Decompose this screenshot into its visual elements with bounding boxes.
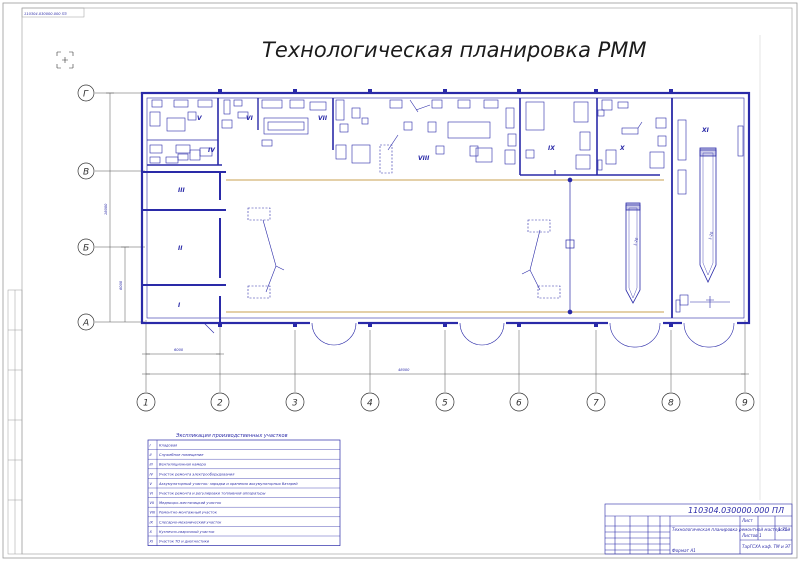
room-label-iii: III xyxy=(178,187,185,194)
inspection-pit-left xyxy=(625,202,641,304)
axis-label-2: 2 xyxy=(217,399,223,409)
legend-row-number: I xyxy=(150,444,151,448)
building-walls xyxy=(140,91,751,325)
room-label-ii: II xyxy=(178,245,183,252)
room-xi-equipment xyxy=(675,119,744,313)
crane-label-left: 1-20 xyxy=(633,237,639,247)
legend-row-text: Участок ремонта и регулировки топливной … xyxy=(159,492,266,496)
room-roman-labels: V VI VII VIII IX X XI IV III II I xyxy=(178,115,710,309)
legend-row-text: Участок ремонта электрооборудования xyxy=(159,472,235,476)
dim-overall-width: 48000 xyxy=(398,368,410,372)
axis-label-4: 4 xyxy=(367,399,373,409)
legend-row-text: Медницко-жестяницкий участок xyxy=(159,501,222,505)
axis-label-6: 6 xyxy=(516,399,522,409)
axis-label-a: А xyxy=(82,319,89,329)
axis-circle-8: 8 xyxy=(661,392,681,412)
axis-label-1: 1 xyxy=(143,399,149,409)
legend-row-text: Кузнечно-сварочный участок xyxy=(159,530,215,534)
axis-circle-4: 4 xyxy=(360,392,380,412)
repair-posts xyxy=(247,134,561,299)
axis-label-3: 3 xyxy=(292,399,298,409)
crane-rails xyxy=(226,179,664,313)
room-label-i: I xyxy=(178,302,181,309)
stamp-sheet: Лист xyxy=(741,518,753,523)
dim-height-total: 18000 xyxy=(104,203,108,215)
room-label-xi: XI xyxy=(701,127,710,134)
room-label-x: X xyxy=(619,145,625,152)
legend-row-text: Участок ТО и диагностики xyxy=(159,540,210,544)
legend-row-number: II xyxy=(150,453,152,457)
axis-circle-9: 9 xyxy=(735,392,755,412)
legend-row-text: Слесарно-механический участок xyxy=(159,520,222,524)
axis-circle-b: Б xyxy=(77,238,95,256)
stamp-format: Формат А1 xyxy=(672,548,696,553)
crane-beam xyxy=(565,177,575,315)
legend-row-text: Аккумуляторный участок: зарядки и хранен… xyxy=(158,482,298,486)
left-side-strips xyxy=(7,289,23,555)
axis-circle-v: В xyxy=(77,162,95,180)
rotated-code-text: 110304.030000.000 ПЗ xyxy=(24,12,67,16)
axis-circle-2: 2 xyxy=(210,392,230,412)
title-block-stamp xyxy=(604,503,793,555)
letter-axes xyxy=(95,92,145,323)
inspection-pit-right xyxy=(699,147,717,283)
drawing-title: Технологическая планировка РММ xyxy=(262,38,647,62)
rotated-code-stamp: 110304.030000.000 ПЗ xyxy=(21,7,85,18)
legend-row-number: IX xyxy=(150,520,154,524)
legend-row-text: Вентиляционная камера xyxy=(159,463,206,467)
room-label-iv: IV xyxy=(208,147,216,154)
legend-row-number: IV xyxy=(150,472,154,476)
legend-row-number: XI xyxy=(149,540,154,544)
legend-row-text: Кладовая xyxy=(159,444,178,448)
axis-label-7: 7 xyxy=(593,399,599,409)
legend-row-number: V xyxy=(150,482,153,486)
number-axes-lines xyxy=(142,320,749,392)
crane-label-right: 1-20 xyxy=(708,231,714,241)
equipment-top-rooms xyxy=(149,99,667,171)
legend-row-number: X xyxy=(149,530,153,534)
axis-label-g: Г xyxy=(83,90,89,100)
stamp-sheets: Листов 1 xyxy=(741,533,762,538)
stamp-org: ТарГСХА каф. ТМ и ЭТ xyxy=(742,544,791,549)
legend-frame xyxy=(147,439,341,546)
axis-circle-7: 7 xyxy=(586,392,606,412)
room-label-v: V xyxy=(197,115,203,122)
legend-title: Экспликация производственных участков xyxy=(175,433,288,439)
axis-circle-1: 1 xyxy=(136,392,156,412)
crosshair-marker-icon xyxy=(56,51,74,69)
legend-row-number: VI xyxy=(150,492,154,496)
axis-circle-5: 5 xyxy=(435,392,455,412)
dim-bay-left: 6000 xyxy=(174,348,184,352)
axis-circle-6: 6 xyxy=(509,392,529,412)
room-label-ix: IX xyxy=(548,145,555,152)
legend-table: Экспликация производственных участков I К… xyxy=(147,433,341,546)
axis-label-5: 5 xyxy=(442,399,448,409)
axis-circle-a: А xyxy=(77,313,95,331)
axis-circle-3: 3 xyxy=(285,392,305,412)
stamp-code: 110304.030000.000 ПЛ xyxy=(688,506,784,515)
stamp-scale: 1:75 xyxy=(778,527,788,532)
room-label-viii: VIII xyxy=(418,155,430,162)
legend-row-number: III xyxy=(150,463,153,467)
legend-row-text: Ремонтно-монтажный участок xyxy=(159,511,218,515)
legend-row-number: VII xyxy=(150,501,155,505)
axis-label-8: 8 xyxy=(668,399,674,409)
bottom-doors xyxy=(203,320,737,348)
axis-circle-g: Г xyxy=(77,84,95,102)
room-label-vii: VII xyxy=(318,115,328,122)
sheet-inner-frame xyxy=(21,7,793,555)
legend-row-text: Служебное помещение xyxy=(159,453,204,457)
room-label-vi: VI xyxy=(246,115,254,122)
legend-row-number: VIII xyxy=(150,511,156,515)
columns xyxy=(218,89,673,327)
stamp-name: Технологическая планировка ремонтной мас… xyxy=(672,527,791,532)
axis-label-9: 9 xyxy=(742,399,748,409)
axis-label-b: Б xyxy=(83,244,89,254)
dim-height-lower: 6000 xyxy=(119,280,123,290)
axis-label-v: В xyxy=(83,168,89,178)
